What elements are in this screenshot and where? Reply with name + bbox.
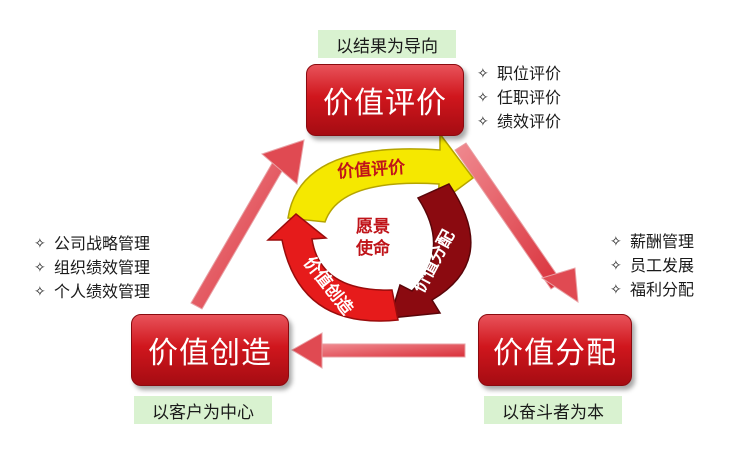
- tag-customer-centric: 以客户为中心: [134, 396, 272, 424]
- diamond-star-icon: ✧: [610, 258, 622, 274]
- list-item-label: 个人绩效管理: [54, 282, 151, 301]
- list-item: ✧ 公司战略管理: [34, 232, 150, 256]
- list-item-label: 员工发展: [630, 256, 695, 275]
- list-item-label: 组织绩效管理: [54, 258, 151, 277]
- diamond-star-icon: ✧: [34, 284, 46, 300]
- list-item-label: 公司战略管理: [54, 234, 151, 253]
- list-item-label: 职位评价: [497, 64, 562, 83]
- arrow-evaluate-to-allocate: [454, 142, 579, 303]
- box-value-evaluation: 价值评价: [306, 64, 464, 136]
- arrow-allocate-to-create: [291, 332, 466, 369]
- diamond-star-icon: ✧: [477, 114, 489, 130]
- list-item-label: 福利分配: [630, 280, 695, 299]
- list-item-label: 任职评价: [497, 88, 562, 107]
- arrow-create-to-evaluate: [190, 139, 305, 310]
- box-value-creation: 价值创造: [131, 314, 289, 386]
- list-evaluation-items: ✧ 职位评价 ✧ 任职评价 ✧ 绩效评价: [477, 62, 561, 134]
- diamond-star-icon: ✧: [34, 260, 46, 276]
- cycle-label-evaluate: 价值评价: [336, 157, 406, 183]
- list-item: ✧ 绩效评价: [477, 110, 561, 134]
- cycle-center-vision: 愿景: [356, 217, 390, 237]
- list-creation-items: ✧ 公司战略管理 ✧ 组织绩效管理 ✧ 个人绩效管理: [34, 232, 150, 304]
- list-item-label: 薪酬管理: [630, 232, 695, 251]
- diamond-star-icon: ✧: [477, 66, 489, 82]
- cycle-arrow-create: [266, 213, 399, 322]
- diamond-star-icon: ✧: [477, 90, 489, 106]
- list-allocation-items: ✧ 薪酬管理 ✧ 员工发展 ✧ 福利分配: [610, 230, 694, 302]
- list-item: ✧ 薪酬管理: [610, 230, 694, 254]
- list-item-label: 绩效评价: [497, 112, 562, 131]
- tag-striver-oriented: 以奋斗者为本: [484, 396, 622, 424]
- cycle-center-mission: 使命: [356, 239, 390, 259]
- cycle-arrow-allocate: [388, 183, 472, 319]
- list-item: ✧ 个人绩效管理: [34, 280, 150, 304]
- list-item: ✧ 任职评价: [477, 86, 561, 110]
- list-item: ✧ 福利分配: [610, 278, 694, 302]
- list-item: ✧ 组织绩效管理: [34, 256, 150, 280]
- diamond-star-icon: ✧: [610, 234, 622, 250]
- diamond-star-icon: ✧: [34, 236, 46, 252]
- diamond-star-icon: ✧: [610, 282, 622, 298]
- tag-result-oriented: 以结果为导向: [318, 30, 456, 58]
- list-item: ✧ 职位评价: [477, 62, 561, 86]
- box-value-allocation: 价值分配: [478, 314, 632, 386]
- list-item: ✧ 员工发展: [610, 254, 694, 278]
